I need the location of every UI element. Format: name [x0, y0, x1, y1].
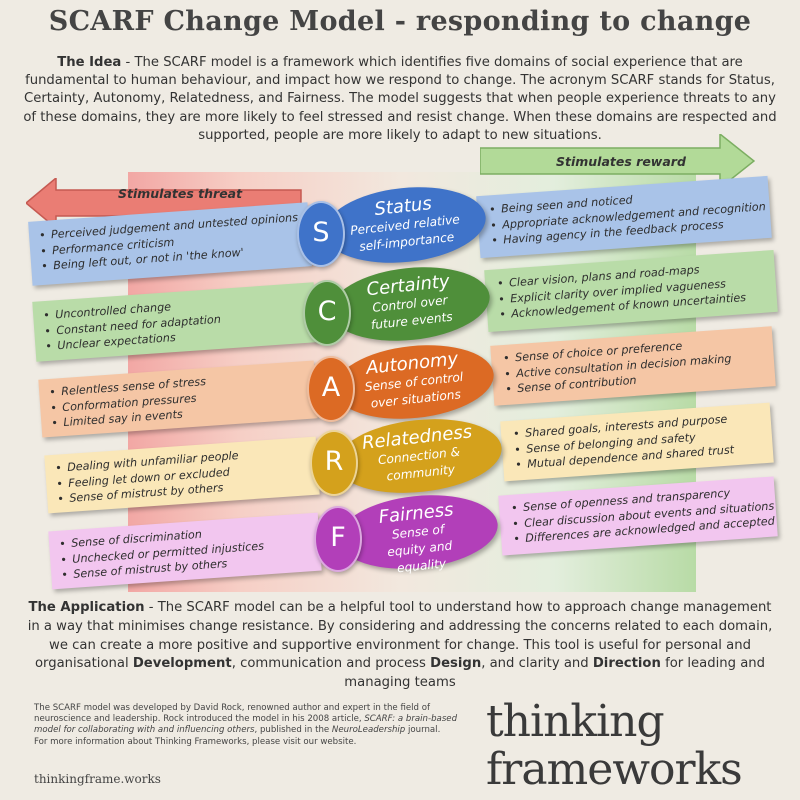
idea-label: The Idea [57, 55, 122, 70]
application-text: for leading and managing teams [344, 656, 766, 691]
application-paragraph: The Application - The SCARF model can be… [22, 599, 778, 693]
credit-sentence: , published in the [254, 725, 332, 736]
svg-text:frameworks: frameworks [486, 744, 742, 792]
svg-text:thinking: thinking [486, 696, 664, 747]
certainty-letter: C [303, 280, 351, 346]
application-text: , communication and process [231, 656, 431, 672]
status-letter: S [297, 201, 345, 267]
reward-arrow [480, 134, 755, 188]
autonomy-letter: A [307, 356, 355, 422]
idea-paragraph: The Idea - The SCARF model is a framewor… [22, 54, 778, 145]
relatedness-letter: R [310, 430, 358, 496]
application-bold-development: Development [132, 656, 232, 672]
page-title: SCARF Change Model - responding to chang… [48, 6, 752, 37]
reward-arrow-label: Stimulates reward [556, 154, 686, 169]
credit-website-note: For more information about Thinking Fram… [34, 736, 357, 747]
threat-arrow-label: Stimulates threat [118, 186, 243, 201]
application-bold-direction: Direction [592, 656, 661, 672]
credit-text: The SCARF model was developed by David R… [34, 703, 474, 748]
application-bold-design: Design [430, 656, 482, 672]
application-text: , and clarity and [481, 656, 593, 672]
credit-sentence: journal. [405, 725, 441, 736]
application-label: The Application [28, 600, 145, 615]
credit-sentence: The SCARF model was developed by David R… [34, 703, 430, 725]
thinking-frameworks-logo: thinking frameworks [486, 696, 743, 792]
credit-article-title: SCARF: a brain-based model for collabora… [34, 714, 458, 736]
application-text: - The SCARF model can be a helpful tool … [27, 600, 773, 672]
fairness-letter: F [314, 506, 362, 572]
website-link[interactable]: thinkingframe.works [34, 772, 161, 786]
credit-journal: NeuroLeadership [331, 725, 406, 736]
idea-text: - The SCARF model is a framework which i… [23, 55, 777, 143]
